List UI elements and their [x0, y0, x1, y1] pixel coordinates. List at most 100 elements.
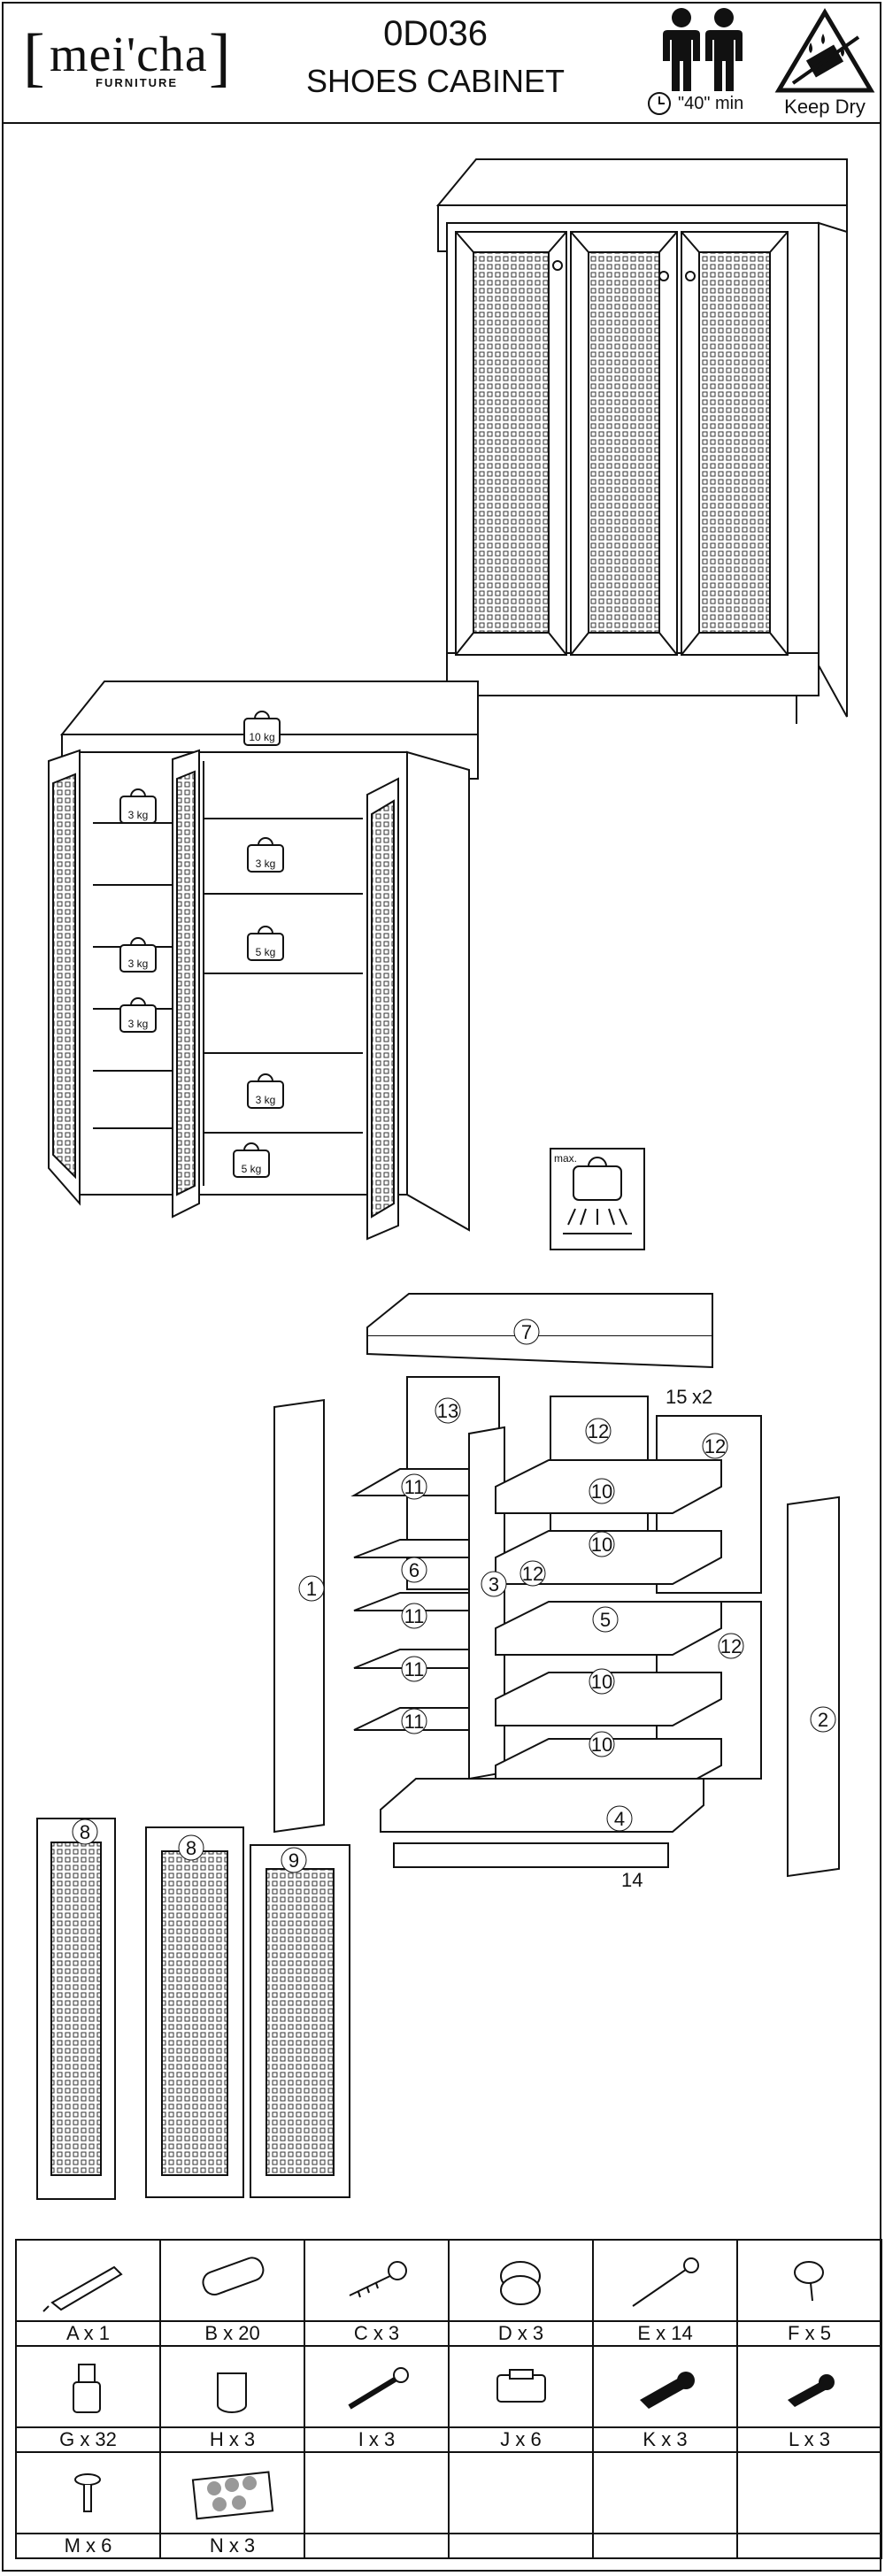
hardware-cell-empty: [304, 2451, 450, 2534]
hardware-label: B x 20: [159, 2320, 305, 2347]
hardware-cell-wood-screw-icon: [592, 2239, 738, 2322]
hardware-cell-cam-lock-icon: [448, 2239, 594, 2322]
dowel-tool-icon: [42, 2265, 123, 2312]
anchor-plug-icon: [640, 2372, 695, 2409]
cabinet-open-view: [48, 681, 479, 1241]
brand-subtitle: FURNITURE: [96, 76, 179, 89]
assembly-time: "40" min: [646, 90, 770, 117]
anchor-plug-small-icon: [788, 2374, 835, 2407]
hardware-label: [592, 2533, 738, 2559]
model-code: 0D036: [383, 14, 488, 53]
part-10c: 10: [589, 1668, 615, 1695]
svg-text:10 kg: 10 kg: [249, 731, 274, 743]
svg-text:4: 4: [614, 1808, 625, 1830]
hardware-cell-wood-dowel-icon: [159, 2239, 305, 2322]
hardware-cell-machine-screw-icon: [304, 2345, 450, 2428]
hardware-label: J x 6: [448, 2426, 594, 2453]
svg-text:12: 12: [522, 1563, 543, 1585]
part-3: 3: [481, 1571, 507, 1597]
part-6: 6: [401, 1557, 427, 1583]
svg-text:max.: max.: [554, 1152, 577, 1165]
part-8a: 8: [72, 1819, 98, 1845]
assembly-drawings: 10 kg 3 kg 3 kg 3 kg 3 kg 5 kg 3 kg 5 kg…: [36, 158, 848, 2200]
weight-right-2: 5 kg: [247, 926, 284, 961]
hardware-cell-short-screw-icon: [15, 2451, 161, 2534]
svg-text:5 kg: 5 kg: [256, 946, 276, 958]
part-12c: 12: [519, 1560, 546, 1587]
hardware-cell-empty: [448, 2451, 594, 2534]
svg-text:5 kg: 5 kg: [242, 1163, 262, 1175]
part-9: 9: [281, 1847, 307, 1873]
product-name: SHOES CABINET: [305, 63, 566, 99]
cabinet-closed-view: [435, 158, 848, 724]
svg-text:3 kg: 3 kg: [128, 809, 149, 821]
hardware-label: H x 3: [159, 2426, 305, 2453]
part-11b: 11: [401, 1603, 427, 1629]
hardware-label: D x 3: [448, 2320, 594, 2347]
weight-left-2: 3 kg: [119, 937, 157, 973]
nail-glide-icon: [794, 2261, 824, 2302]
svg-text:3 kg: 3 kg: [128, 957, 149, 970]
hardware-cell-felt-pads-icon: [159, 2451, 305, 2534]
keep-dry: Keep Dry: [773, 7, 876, 120]
svg-text:2: 2: [818, 1709, 828, 1731]
svg-text:10: 10: [591, 1671, 612, 1693]
part-12a: 12: [585, 1418, 612, 1444]
cam-lock-icon: [500, 2261, 541, 2305]
svg-text:11: 11: [404, 1658, 425, 1680]
door-catch-icon: [496, 2369, 546, 2403]
part-10a: 10: [589, 1478, 615, 1504]
exploded-view: [36, 1293, 840, 2200]
hardware-label: N x 3: [159, 2533, 305, 2559]
hardware-cell-nail-glide-icon: [736, 2239, 882, 2322]
svg-text:11: 11: [404, 1605, 425, 1627]
part-8b: 8: [178, 1834, 204, 1861]
svg-text:1: 1: [306, 1578, 317, 1600]
weight-right-4: 5 kg: [233, 1142, 270, 1178]
svg-text:3 kg: 3 kg: [256, 1094, 276, 1106]
svg-text:6: 6: [409, 1559, 419, 1581]
svg-text:13: 13: [437, 1400, 458, 1422]
wood-screw-icon: [632, 2257, 699, 2307]
hardware-cell-shelf-pin-icon: [15, 2345, 161, 2428]
svg-text:10: 10: [591, 1480, 612, 1503]
hardware-cell-anchor-plug-small-icon: [736, 2345, 882, 2428]
short-screw-icon: [74, 2473, 101, 2512]
load-weights: 10 kg 3 kg 3 kg 3 kg 3 kg 5 kg 3 kg 5 kg…: [119, 711, 645, 1250]
hardware-label: F x 5: [736, 2320, 882, 2347]
svg-text:14: 14: [621, 1869, 643, 1891]
shelf-pin-icon: [73, 2364, 101, 2413]
part-4: 4: [606, 1805, 633, 1832]
hardware-label: L x 3: [736, 2426, 882, 2453]
hardware-label: M x 6: [15, 2533, 161, 2559]
clock-icon: [648, 92, 671, 115]
hardware-label: G x 32: [15, 2426, 161, 2453]
hardware-label: [448, 2533, 594, 2559]
assembly-time-label: "40" min: [678, 94, 744, 113]
cam-bolt-icon: [349, 2261, 407, 2298]
svg-text:15: 15: [666, 1386, 687, 1408]
hardware-label: A x 1: [15, 2320, 161, 2347]
part-1: 1: [298, 1575, 325, 1602]
svg-text:7: 7: [521, 1321, 532, 1343]
max-load-icon: max.: [550, 1148, 645, 1250]
svg-text:9: 9: [289, 1849, 299, 1872]
svg-text:3: 3: [489, 1573, 499, 1596]
hardware-cell-dowel-tool-icon: [15, 2239, 161, 2322]
hardware-cell-anchor-plug-icon: [592, 2345, 738, 2428]
cap-icon: [217, 2372, 247, 2413]
part-10b: 10: [589, 1531, 615, 1557]
keep-dry-label: Keep Dry: [784, 96, 866, 118]
part-7: 7: [513, 1319, 540, 1345]
svg-text:3 kg: 3 kg: [256, 857, 276, 870]
part-5: 5: [592, 1606, 619, 1633]
svg-text:8: 8: [186, 1837, 196, 1859]
svg-text:10: 10: [591, 1734, 612, 1756]
svg-text:x2: x2: [692, 1386, 712, 1408]
svg-text:12: 12: [704, 1435, 726, 1457]
part-11a: 11: [401, 1473, 427, 1500]
hardware-cell-cam-bolt-icon: [304, 2239, 450, 2322]
